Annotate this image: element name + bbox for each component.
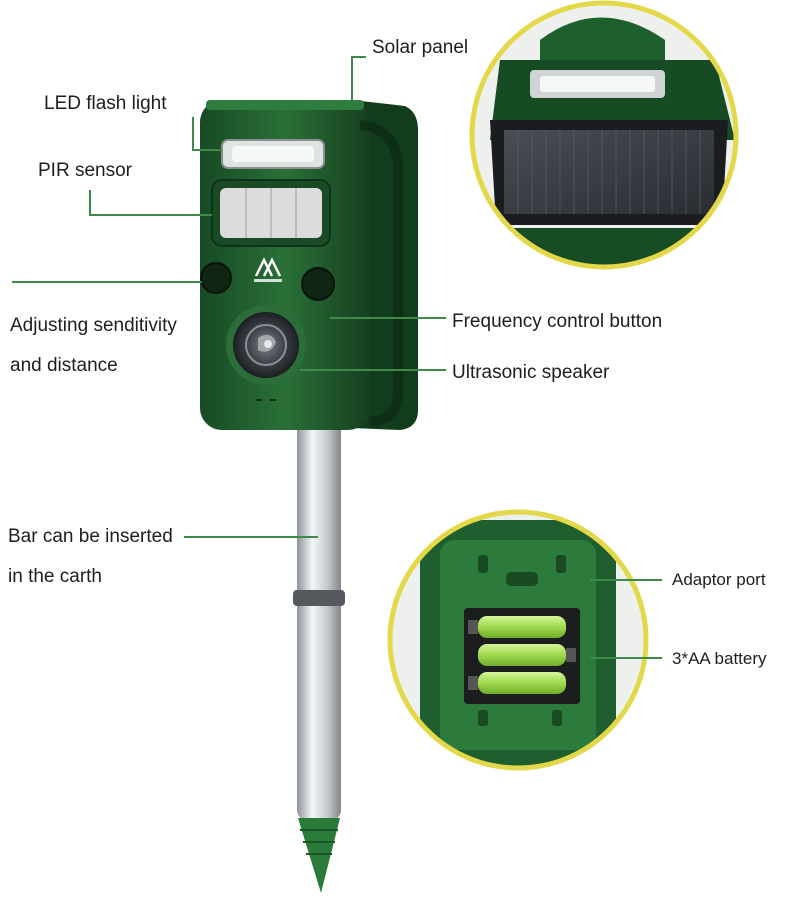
- battery-1: [478, 616, 566, 638]
- solar-panel: [504, 130, 714, 214]
- battery-2: [478, 644, 566, 666]
- label-adaptor-port: Adaptor port: [672, 570, 766, 589]
- label-ultrasonic-speaker: Ultrasonic speaker: [452, 362, 610, 383]
- adaptor-port: [506, 572, 538, 586]
- stake-tip: [298, 818, 340, 893]
- label-battery: 3*AA battery: [672, 649, 767, 668]
- device-body: [200, 100, 418, 430]
- label-adjusting-line2: and distance: [10, 355, 118, 376]
- device-stake: [293, 420, 345, 893]
- label-bar-line2: in the carth: [8, 566, 102, 587]
- label-frequency-control-button: Frequency control button: [452, 311, 663, 332]
- frequency-control-knob: [301, 267, 335, 301]
- sensitivity-knob: [200, 262, 232, 294]
- battery-3: [478, 672, 566, 694]
- label-pir-sensor: PIR sensor: [38, 160, 132, 181]
- label-led-flash-light: LED flash light: [44, 93, 167, 114]
- battery-callout: [387, 509, 649, 771]
- leader-lines: [12, 56, 662, 659]
- solar-panel-callout: [469, 0, 739, 270]
- label-solar-panel: Solar panel: [372, 37, 469, 58]
- label-bar-line1: Bar can be inserted: [8, 526, 173, 547]
- brand-logo: [254, 257, 282, 282]
- label-adjusting-line1: Adjusting senditivity: [10, 315, 177, 336]
